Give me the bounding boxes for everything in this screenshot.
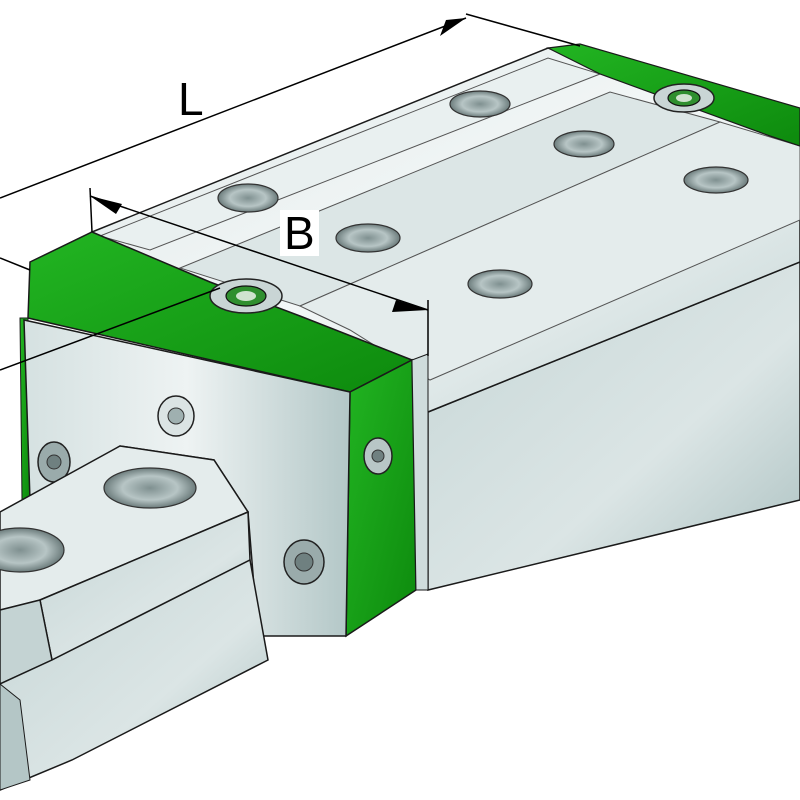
B-dimension-line <box>89 195 429 311</box>
front-end-seal-side <box>345 358 417 638</box>
mounting-hole <box>553 130 615 158</box>
mounting-hole <box>335 223 401 253</box>
dimension-L <box>0 13 581 271</box>
mounting-holes <box>217 90 749 299</box>
B-arrowhead-left <box>90 196 122 214</box>
B-arrowhead-right <box>392 300 428 312</box>
mounting-hole <box>217 183 279 213</box>
dimension-label-B: B <box>280 210 319 256</box>
rail-lower-body <box>0 558 269 791</box>
L-leader-left <box>0 257 31 271</box>
dimension-label-L: L <box>178 73 204 125</box>
leader-line-seal <box>0 287 221 371</box>
rail-lower-front <box>0 683 31 791</box>
rail-mounting-hole <box>0 527 65 573</box>
dimension-B <box>89 187 429 356</box>
top-ridge-3 <box>298 121 800 381</box>
lubrication-nipple-front <box>209 278 283 314</box>
L-dimension-line <box>0 17 467 199</box>
front-end-seal-top <box>27 231 414 393</box>
L-arrowhead <box>440 18 466 36</box>
mounting-hole <box>683 166 749 194</box>
lubrication-nipple-far <box>653 83 715 113</box>
mounting-hole <box>449 90 511 118</box>
rail-mounting-hole <box>103 467 197 509</box>
carriage-front-edge <box>411 353 429 591</box>
mounting-hole <box>467 269 533 299</box>
B-extension-left <box>89 187 93 233</box>
L-extension-line <box>465 13 581 47</box>
end-plate-screws <box>37 395 393 585</box>
